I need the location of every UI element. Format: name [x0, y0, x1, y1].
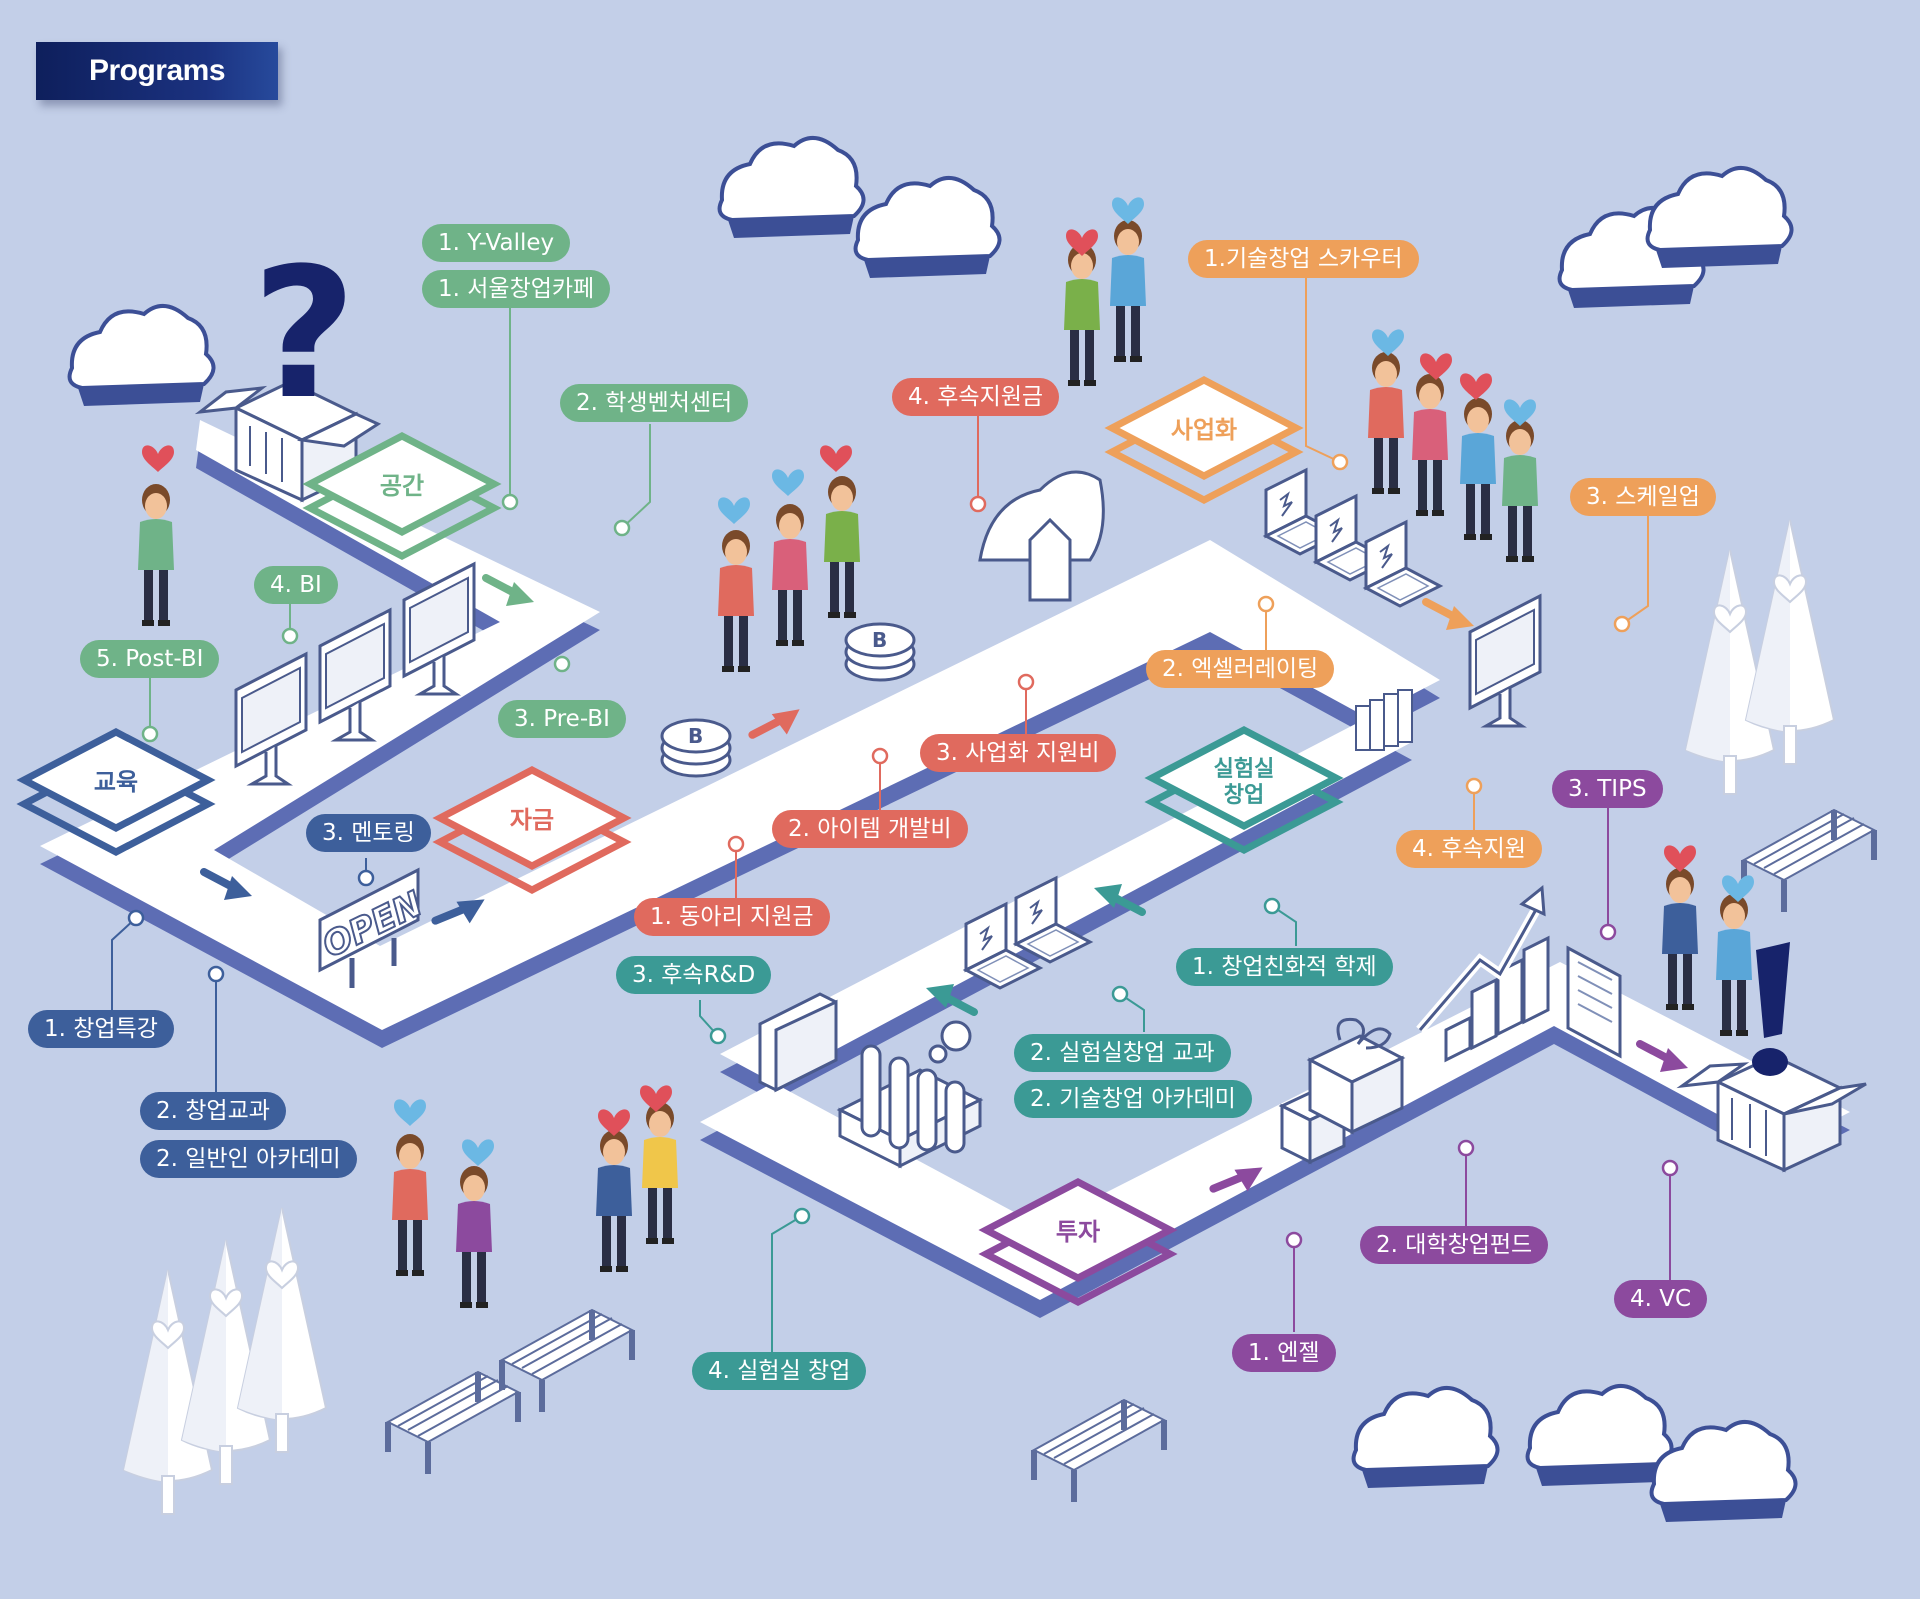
- route-track: [40, 420, 1850, 1318]
- station-space-label: 공간: [380, 472, 424, 500]
- document-stack-icon: [1566, 945, 1622, 1059]
- bench-icon: [1744, 810, 1874, 912]
- station-funding[interactable]: 자금: [440, 770, 624, 890]
- bench-icon: [388, 1372, 518, 1474]
- test-tube-icon: [836, 1020, 984, 1169]
- cloud-icon: [853, 175, 1002, 280]
- exclamation-mark-icon: [1756, 942, 1790, 1038]
- label-follow-up-grant[interactable]: 4. 후속지원금: [892, 378, 1060, 416]
- cloud-icon: [717, 135, 866, 240]
- label-startup-course[interactable]: 2. 창업교과: [140, 1092, 286, 1130]
- station-lab-startup-label-2: 창업: [1224, 783, 1264, 808]
- folder-icon: [758, 992, 838, 1093]
- station-commercialization-label: 사업화: [1171, 416, 1237, 444]
- cloud-icon: [1525, 1383, 1674, 1488]
- station-investment-label: 투자: [1056, 1218, 1100, 1246]
- question-mark-icon: ?: [252, 230, 356, 439]
- label-commercialization-support[interactable]: 3. 사업화 지원비: [920, 734, 1116, 772]
- label-lab-startup[interactable]: 4. 실험실 창업: [692, 1352, 867, 1390]
- station-commercialization[interactable]: 사업화: [1112, 380, 1296, 500]
- label-tips[interactable]: 3. TIPS: [1552, 770, 1663, 808]
- label-startup-friendly-curriculum[interactable]: 1. 창업친화적 학제: [1176, 948, 1393, 986]
- bar-chart-icon: [1416, 885, 1550, 1063]
- coin-stack-icon: [844, 622, 916, 682]
- station-lab-startup-label-1: 실험실: [1214, 756, 1275, 782]
- cloud-icon: [1645, 165, 1794, 270]
- coin-stack-icon: [660, 718, 732, 778]
- label-accelerating[interactable]: 2. 엑셀러레이팅: [1146, 650, 1335, 688]
- label-tech-startup-scouter[interactable]: 1.기술창업 스카우터: [1188, 240, 1419, 278]
- books-icon: [1355, 689, 1413, 751]
- label-startup-lecture[interactable]: 1. 창업특강: [28, 1010, 174, 1048]
- leader-lines: [111, 276, 1671, 1354]
- station-education[interactable]: 교육: [24, 732, 208, 852]
- station-investment[interactable]: 투자: [986, 1182, 1170, 1302]
- label-pre-bi[interactable]: 3. Pre-BI: [498, 700, 626, 738]
- label-club-grant[interactable]: 1. 동아리 지원금: [634, 898, 830, 936]
- rocket-icon: [978, 470, 1105, 602]
- label-bi[interactable]: 4. BI: [254, 566, 338, 604]
- label-follow-up-rnd[interactable]: 3. 후속R&D: [616, 956, 772, 994]
- station-space[interactable]: 공간: [310, 436, 494, 556]
- station-education-label: 교육: [94, 768, 138, 796]
- label-lab-startup-course[interactable]: 2. 실험실창업 교과: [1014, 1034, 1231, 1072]
- page-title: Programs: [36, 42, 278, 100]
- cloud-icon: [1351, 1385, 1500, 1490]
- label-y-valley[interactable]: 1. Y-Valley: [422, 224, 571, 262]
- bench-icon: [502, 1310, 632, 1412]
- label-post-bi[interactable]: 5. Post-BI: [80, 640, 220, 678]
- label-follow-up-support[interactable]: 4. 후속지원: [1396, 830, 1542, 868]
- cloud-icon: [1649, 1419, 1798, 1524]
- label-tech-startup-academy[interactable]: 2. 기술창업 아카데미: [1014, 1080, 1252, 1118]
- label-item-development-cost[interactable]: 2. 아이템 개발비: [772, 810, 968, 848]
- bench-icon: [1034, 1400, 1164, 1502]
- leader-dots: [127, 453, 1679, 1249]
- monitor-icon: [1468, 594, 1542, 728]
- label-mentoring[interactable]: 3. 멘토링: [306, 814, 431, 852]
- label-student-venture-center[interactable]: 2. 학생벤처센터: [560, 384, 749, 422]
- arrow-icon: [1426, 602, 1474, 630]
- cloud-icon: [67, 303, 216, 408]
- label-scale-up[interactable]: 3. 스케일업: [1570, 478, 1716, 516]
- station-lab-startup[interactable]: 실험실 창업: [1152, 730, 1336, 850]
- label-seoul-startup-cafe[interactable]: 1. 서울창업카페: [422, 270, 611, 308]
- label-university-startup-fund[interactable]: 2. 대학창업펀드: [1360, 1226, 1549, 1264]
- laptop-icon: [1364, 520, 1442, 608]
- label-public-academy[interactable]: 2. 일반인 아카데미: [140, 1140, 357, 1178]
- label-angel[interactable]: 1. 엔젤: [1232, 1334, 1336, 1372]
- label-vc[interactable]: 4. VC: [1614, 1280, 1708, 1318]
- gift-box-icon: [1278, 1017, 1406, 1165]
- arrow-icon: [752, 695, 802, 750]
- station-funding-label: 자금: [510, 806, 554, 834]
- exclamation-box: [1676, 942, 1867, 1173]
- question-box: ?: [194, 230, 382, 503]
